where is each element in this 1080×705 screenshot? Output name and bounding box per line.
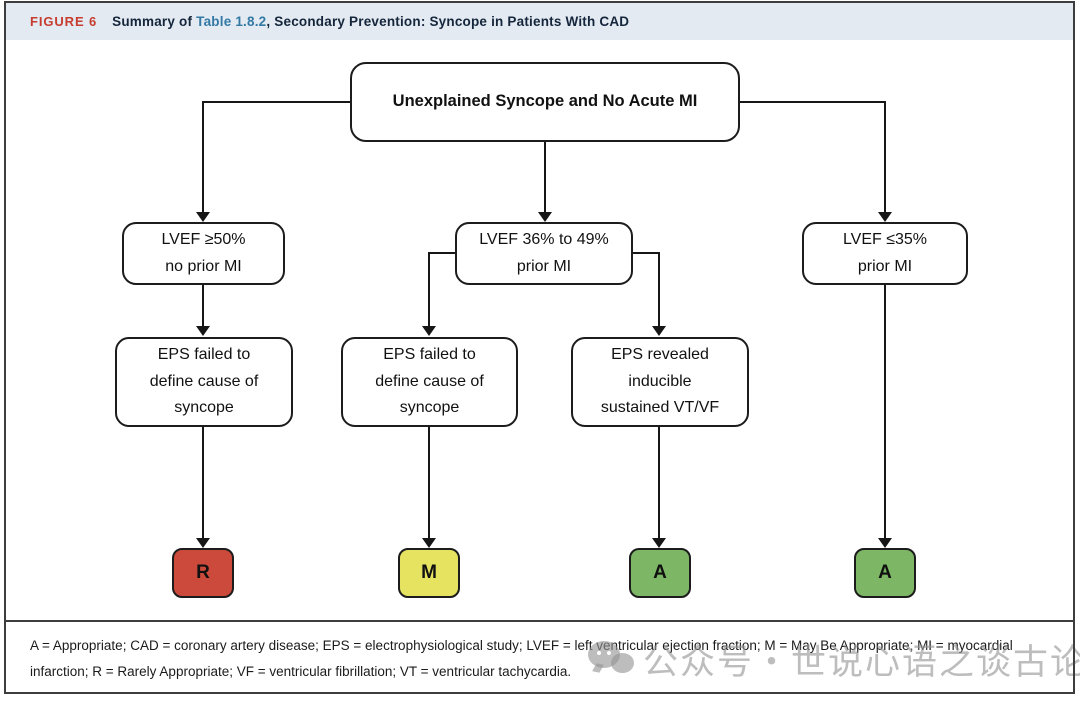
connector-line	[202, 285, 204, 327]
node-lvef-36-49: LVEF 36% to 49% prior MI	[455, 222, 633, 285]
node-line: define cause of	[375, 372, 484, 390]
node-line: prior MI	[516, 257, 572, 275]
connector-line	[428, 252, 430, 327]
arrow-down-icon	[652, 326, 666, 336]
outcome-box-maybe: M	[398, 548, 460, 598]
node-line: sustained VT/VF	[600, 399, 720, 417]
node-line: syncope	[399, 399, 460, 417]
node-line: LVEF 36% to 49%	[479, 231, 609, 249]
figure-label: FIGURE 6	[30, 14, 98, 29]
arrow-down-icon	[196, 538, 210, 548]
node-line: EPS failed to	[157, 346, 251, 364]
figure-header: FIGURE 6 Summary of Table 1.8.2, Seconda…	[6, 3, 1073, 40]
node-eps-failed-1: EPS failed to define cause of syncope	[115, 337, 293, 427]
arrow-down-icon	[652, 538, 666, 548]
node-label: Unexplained Syncope and No Acute MI	[392, 92, 698, 111]
table-ref-link[interactable]: Table 1.8.2	[196, 14, 267, 29]
node-line: define cause of	[149, 372, 259, 390]
node-line: EPS revealed	[611, 346, 709, 364]
node-lvef-ge-50: LVEF ≥50% no prior MI	[122, 222, 285, 285]
connector-line	[740, 101, 886, 103]
arrow-down-icon	[422, 538, 436, 548]
figure-title-suffix: , Secondary Prevention: Syncope in Patie…	[266, 14, 630, 29]
connector-line	[428, 427, 430, 539]
connector-line	[884, 285, 886, 539]
connector-line	[428, 252, 456, 254]
outcome-letter: R	[196, 562, 210, 584]
outcome-box-rarely: R	[172, 548, 234, 598]
connector-line	[658, 252, 660, 327]
node-line: prior MI	[857, 257, 913, 275]
outcome-box-appropriate-1: A	[629, 548, 691, 598]
arrow-down-icon	[878, 212, 892, 222]
node-line: LVEF ≤35%	[842, 231, 928, 249]
connector-line	[884, 101, 886, 213]
footnote-text: A = Appropriate; CAD = coronary artery d…	[30, 638, 1013, 679]
arrow-down-icon	[878, 538, 892, 548]
node-line: syncope	[174, 399, 234, 417]
node-lvef-le-35: LVEF ≤35% prior MI	[802, 222, 968, 285]
connector-line	[632, 252, 660, 254]
outcome-letter: A	[653, 562, 667, 584]
arrow-down-icon	[422, 326, 436, 336]
node-eps-failed-2: EPS failed to define cause of syncope	[341, 337, 518, 427]
connector-line	[658, 427, 660, 539]
node-line: inducible	[628, 372, 692, 390]
connector-line	[202, 101, 204, 213]
outcome-letter: A	[878, 562, 892, 584]
node-eps-vtvf: EPS revealed inducible sustained VT/VF	[571, 337, 749, 427]
connector-line	[544, 142, 546, 213]
arrow-down-icon	[196, 326, 210, 336]
figure-title-prefix: Summary of	[112, 14, 197, 29]
node-line: LVEF ≥50%	[161, 231, 246, 249]
arrow-down-icon	[196, 212, 210, 222]
node-unexplained-syncope: Unexplained Syncope and No Acute MI	[350, 62, 740, 142]
node-line: EPS failed to	[383, 346, 476, 364]
outcome-letter: M	[421, 562, 437, 584]
node-line: no prior MI	[165, 257, 242, 275]
footnote: A = Appropriate; CAD = coronary artery d…	[6, 620, 1073, 692]
connector-line	[202, 101, 350, 103]
connector-line	[202, 427, 204, 539]
figure-title: Summary of Table 1.8.2, Secondary Preven…	[112, 14, 629, 29]
outcome-box-appropriate-2: A	[854, 548, 916, 598]
arrow-down-icon	[538, 212, 552, 222]
